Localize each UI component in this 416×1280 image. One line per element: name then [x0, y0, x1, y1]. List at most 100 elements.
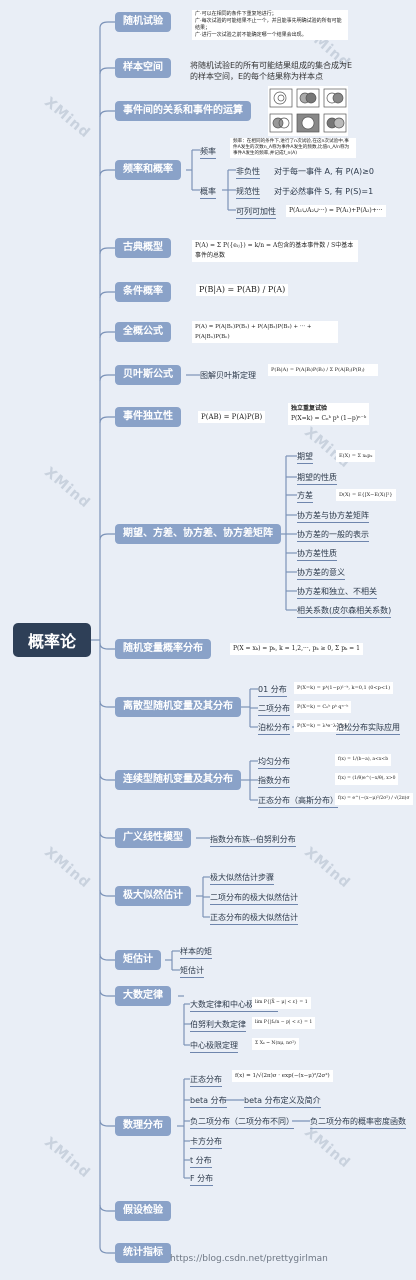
- note-line: 广·进行一次试验之前不能确定哪一个结果会出现。: [195, 32, 307, 38]
- freq-norm[interactable]: 规范性: [236, 186, 260, 199]
- expectation-item[interactable]: 协方差的一般的表示: [297, 529, 369, 542]
- topic-independence[interactable]: 事件独立性: [115, 407, 181, 427]
- distribution-item[interactable]: t 分布: [190, 1155, 212, 1168]
- expectation-item[interactable]: 协方差与协方差矩阵: [297, 510, 369, 523]
- topic-total-probability[interactable]: 全概公式: [115, 322, 171, 342]
- topic-hypothesis[interactable]: 假设检验: [115, 1201, 171, 1221]
- expectation-item[interactable]: 协方差性质: [297, 548, 337, 561]
- topic-random-experiment[interactable]: 随机试验: [115, 12, 171, 32]
- topic-glm[interactable]: 广义线性模型: [115, 828, 191, 848]
- lln-item[interactable]: 大数定律和中心极限定理: [190, 999, 278, 1012]
- topic-rv-distribution[interactable]: 随机变量概率分布: [115, 639, 211, 659]
- continuous-item[interactable]: 正态分布（高斯分布）: [258, 795, 338, 808]
- expectation-item[interactable]: 期望的性质: [297, 472, 337, 485]
- continuous-formula: f(x) = 1/(b−a), a<x<b: [335, 754, 392, 766]
- topic-frequency-probability[interactable]: 频率和概率: [115, 160, 181, 180]
- freq-additivity[interactable]: 可列可加性: [236, 206, 276, 219]
- topic-bayes[interactable]: 贝叶斯公式: [115, 365, 181, 385]
- connector-branch: [99, 889, 115, 897]
- distribution-item[interactable]: beta 分布: [190, 1095, 227, 1108]
- discrete-formula: P(X=k) = Cₙᵏ pᵏ qⁿ⁻ᵏ: [294, 701, 352, 713]
- freq-norm-desc: 对于必然事件 S, 有 P(S)=1: [274, 187, 374, 196]
- freq-frequency[interactable]: 频率: [200, 146, 216, 159]
- discrete-item[interactable]: 泊松分布: [258, 722, 290, 735]
- normal-formula: f(x) = 1/√(2π)σ · exp(−(x−μ)²/2σ²): [232, 1070, 333, 1082]
- topic-expectation[interactable]: 期望、方差、协方差、协方差矩阵: [115, 524, 281, 544]
- discrete-formula: P(X=k) = pᵏ(1−p)¹⁻ᵏ, k=0,1 (0<p<1): [294, 682, 394, 694]
- moments-item[interactable]: 矩估计: [180, 965, 204, 978]
- lln-formula: lim P{|X̄ − μ| < ε} = 1: [252, 997, 311, 1009]
- topic-moments[interactable]: 矩估计: [115, 950, 161, 970]
- bernoulli-box: 独立重复试验 P(X=k) = Cₙᵏ pᵏ (1−p)ⁿ⁻ᵏ: [288, 403, 370, 425]
- connector-branch: [99, 110, 115, 118]
- expectation-item[interactable]: 相关系数(皮尔森相关系数): [297, 605, 392, 618]
- connector-branch: [99, 989, 115, 997]
- expectation-formula: E(X) = Σ xₖpₖ: [336, 450, 376, 462]
- bayes-child[interactable]: 图解贝叶斯定理: [200, 371, 256, 380]
- expectation-item[interactable]: 协方差和独立、不相关: [297, 586, 377, 599]
- continuous-item[interactable]: 均匀分布: [258, 756, 290, 769]
- topic-event-ops[interactable]: 事件间的关系和事件的运算: [115, 101, 251, 121]
- rv-distribution-formula: P(X = xₖ) = pₖ, k = 1,2,···, pₖ ≥ 0, Σ p…: [230, 643, 363, 655]
- footer-url: https://blog.csdn.net/prettygirlman: [170, 1254, 328, 1264]
- continuous-formula: f(x) = e^(−(x−μ)²/2σ²) / √(2π)σ: [335, 793, 413, 805]
- distribution-item[interactable]: 卡方分布: [190, 1136, 222, 1149]
- expectation-item[interactable]: 协方差的意义: [297, 567, 345, 580]
- freq-probability[interactable]: 概率: [200, 186, 216, 199]
- total-probability-formula: P(A) = P(A|B₁)P(B₁) + P(A|B₂)P(B₂) + ···…: [192, 321, 338, 343]
- mle-item[interactable]: 二项分布的极大似然估计: [210, 892, 298, 905]
- connector-branch: [99, 21, 115, 29]
- continuous-item[interactable]: 指数分布: [258, 775, 290, 788]
- discrete-formula: P(X=k) = λᵏe⁻λ / k!: [294, 720, 350, 732]
- expectation-item[interactable]: 期望: [297, 451, 313, 464]
- moments-item[interactable]: 样本的矩: [180, 946, 212, 959]
- expectation-item[interactable]: 方差: [297, 490, 313, 503]
- negbin-child[interactable]: 负二项分布的概率密度函数: [310, 1116, 406, 1129]
- topic-discrete[interactable]: 离散型随机变量及其分布: [115, 697, 241, 717]
- topic-math-distributions[interactable]: 数理分布: [115, 1116, 171, 1136]
- sample-space-description: 将随机试验E的所有可能结果组成的集合成为E的样本空间，E的每个结果称为样本点: [190, 61, 353, 81]
- conditional-formula: P(B|A) = P(AB) / P(A): [196, 284, 289, 296]
- mle-item[interactable]: 正态分布的极大似然估计: [210, 912, 298, 925]
- connector-branch: [99, 953, 115, 961]
- beta-child[interactable]: beta 分布定义及简介: [244, 1095, 321, 1108]
- root-topic[interactable]: 概率论: [13, 623, 91, 657]
- topic-continuous[interactable]: 连续型随机变量及其分布: [115, 770, 241, 790]
- connector-branch: [99, 331, 115, 339]
- topic-classical[interactable]: 古典概型: [115, 238, 171, 258]
- connector-branch: [99, 416, 115, 424]
- mle-item[interactable]: 极大似然估计步骤: [210, 872, 274, 885]
- connector-branch: [99, 700, 115, 708]
- topic-statistics[interactable]: 统计指标: [115, 1243, 171, 1263]
- venn-diagrams-image: [268, 86, 348, 136]
- independence-formula: P(AB) = P(A)P(B): [198, 411, 266, 423]
- discrete-item[interactable]: 01 分布: [258, 684, 287, 697]
- bernoulli-formula: P(X=k) = Cₙᵏ pᵏ (1−p)ⁿ⁻ᵏ: [291, 415, 367, 422]
- connector-branch: [99, 1119, 115, 1127]
- bernoulli-title: 独立重复试验: [291, 405, 328, 412]
- freq-additivity-formula: P(A₁∪A₂∪···) = P(A₁)+P(A₂)+···: [286, 205, 386, 217]
- topic-mle[interactable]: 极大似然估计: [115, 886, 191, 906]
- lln-item[interactable]: 中心极限定理: [190, 1040, 238, 1053]
- lln-formula: lim P{|fₐ/n − p| < ε} = 1: [252, 1017, 316, 1029]
- freq-nonneg[interactable]: 非负性: [236, 166, 260, 179]
- lln-item[interactable]: 伯努利大数定律: [190, 1019, 246, 1032]
- connector-branch: [99, 247, 115, 255]
- connector-branch: [99, 291, 115, 299]
- distribution-item[interactable]: 负二项分布（二项分布不同）: [190, 1116, 294, 1129]
- topic-lln[interactable]: 大数定律: [115, 986, 171, 1006]
- poisson-child[interactable]: 泊松分布实际应用: [336, 722, 400, 735]
- discrete-item[interactable]: 二项分布: [258, 703, 290, 716]
- topic-conditional[interactable]: 条件概率: [115, 282, 171, 302]
- distribution-item[interactable]: F 分布: [190, 1173, 214, 1186]
- connector-branch: [99, 1246, 115, 1254]
- glm-child[interactable]: 指数分布族--伯努利分布: [210, 834, 296, 847]
- topic-sample-space[interactable]: 样本空间: [115, 58, 171, 78]
- connector-branch: [99, 533, 115, 541]
- connector-branch: [99, 1204, 115, 1212]
- note-line: 广·可以在相同的条件下重复地进行；: [195, 11, 277, 17]
- expectation-formula: D(X) = E{[X−E(X)]²}: [336, 489, 396, 501]
- distribution-item[interactable]: 正态分布: [190, 1074, 222, 1087]
- connector-branch: [99, 642, 115, 650]
